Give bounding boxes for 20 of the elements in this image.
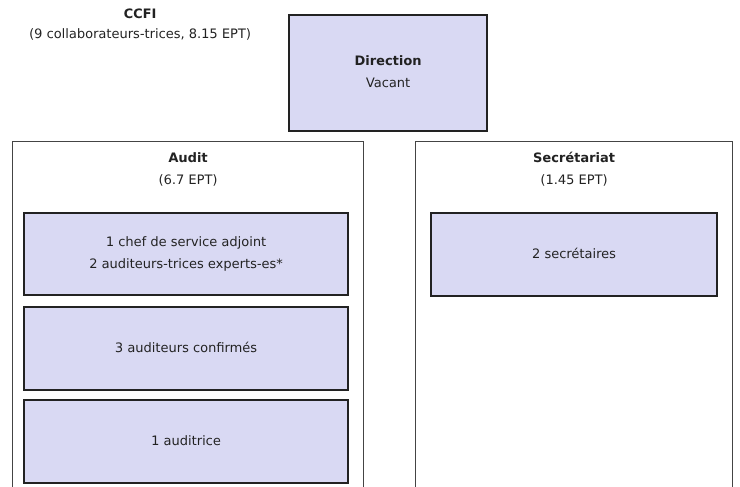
box-text: 2 secrétaires [532, 246, 616, 264]
box-text: Vacant [366, 75, 410, 93]
box-text: 3 auditeurs confirmés [114, 340, 258, 358]
box-text: 1 chef de service adjoint [106, 234, 266, 252]
team-box [430, 212, 718, 297]
label-text: (9 collaborateurs-trices, 8.15 EPT) [28, 26, 252, 44]
label-heading: CCFI [122, 6, 158, 24]
box-heading: Secrétariat [533, 150, 615, 168]
box-text: 1 auditrice [151, 432, 221, 450]
box-text: (1.45 EPT) [540, 172, 608, 190]
box-heading: Audit [168, 150, 208, 168]
box-text: 2 auditeurs-trices experts-es* [89, 256, 283, 274]
box-text: (6.7 EPT) [158, 172, 218, 190]
box-heading: Direction [354, 53, 422, 71]
team-box [23, 306, 349, 391]
department-panel [415, 141, 733, 487]
team-box [23, 212, 349, 296]
director-box [288, 14, 488, 132]
team-box [23, 399, 349, 484]
department-panel [12, 141, 364, 487]
